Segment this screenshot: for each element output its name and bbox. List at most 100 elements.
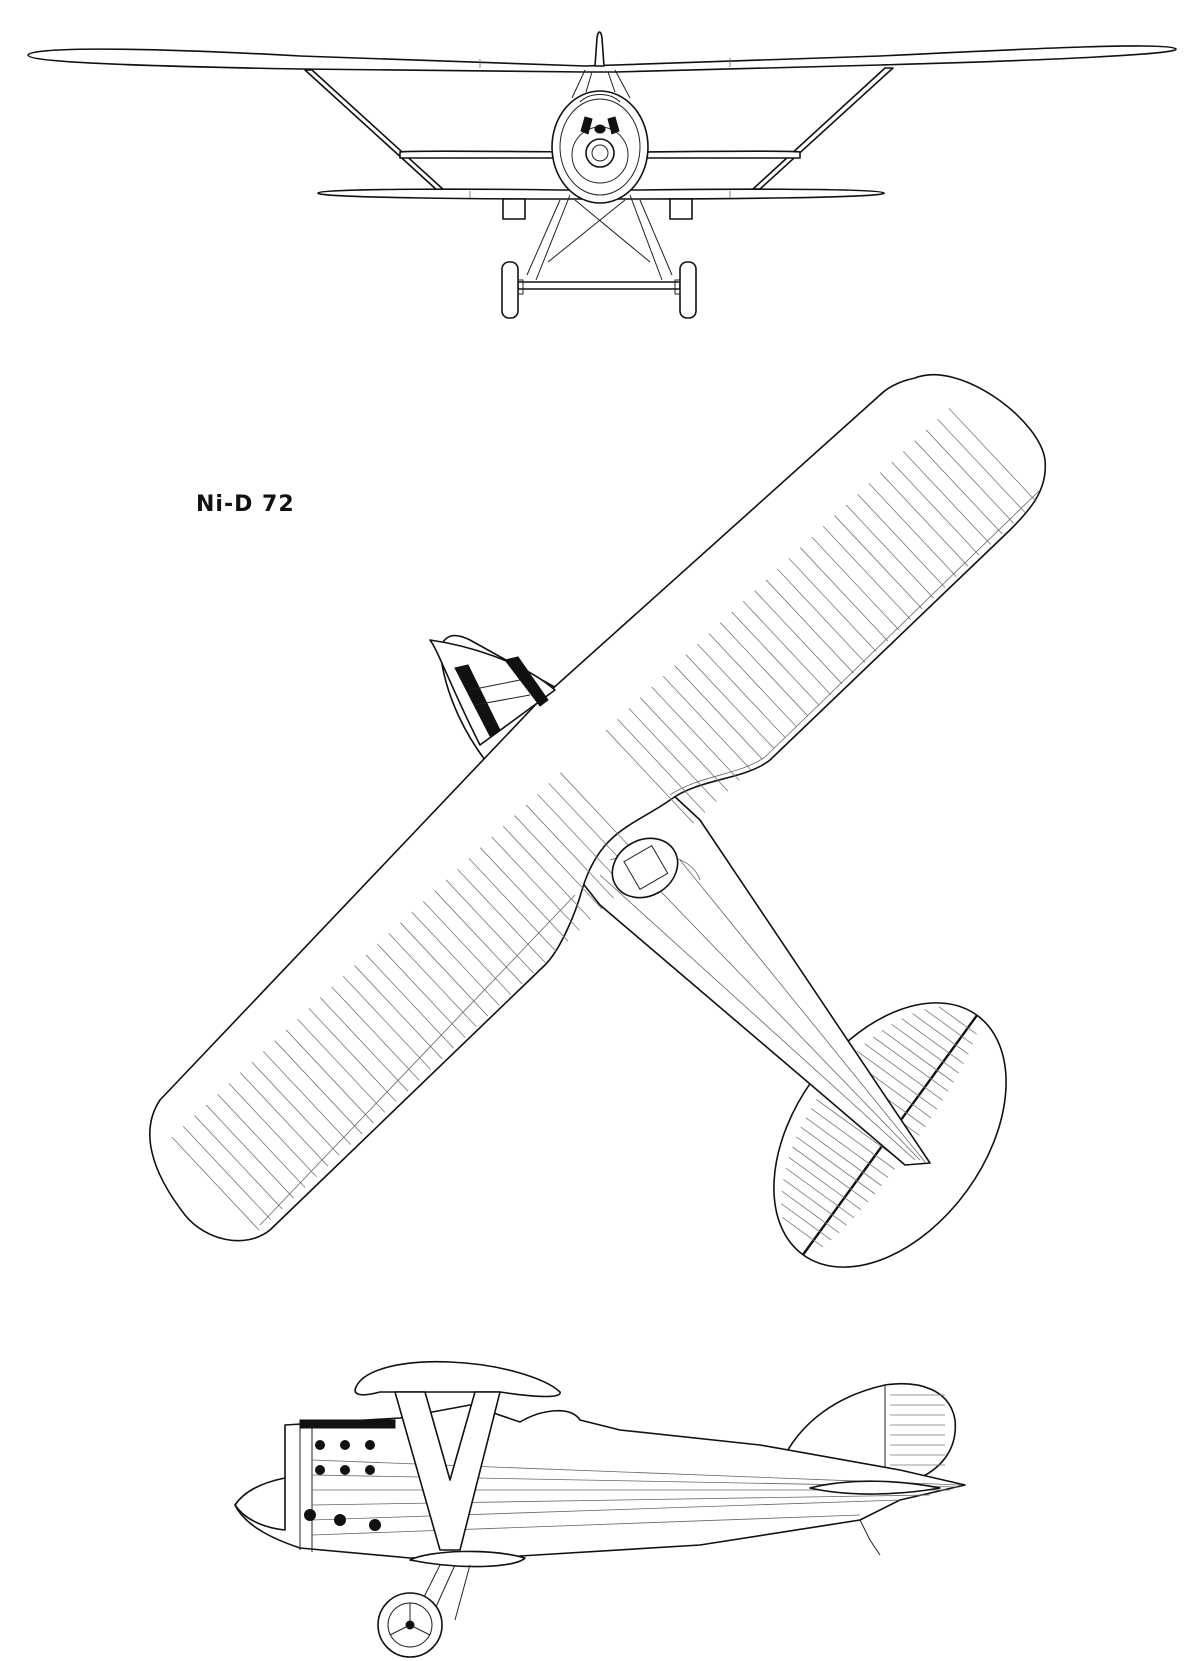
wing-rib-line <box>731 611 820 706</box>
wing-rib-line <box>274 1040 363 1135</box>
wing-rib-line <box>880 472 969 567</box>
tail-rib-line <box>782 1217 824 1248</box>
wing-rib-line <box>800 547 889 642</box>
wing-rib-line <box>868 483 957 578</box>
tail-rib-line <box>864 1043 943 1101</box>
tail-rib-line <box>938 1006 977 1035</box>
wing-rib-line <box>777 568 866 663</box>
wing-rib-line <box>937 418 1026 513</box>
wing-rib-line <box>514 815 603 910</box>
wing-rib-line <box>228 1083 317 1178</box>
front-spinner <box>585 138 615 168</box>
wing-rib-line <box>822 525 912 620</box>
wing-rib-line <box>422 900 512 995</box>
wing-rib-line <box>468 858 557 953</box>
wing-rib-line <box>902 450 992 545</box>
wing-rib-line <box>628 708 717 803</box>
wing-rib-line <box>400 922 489 1017</box>
tail-rib-line <box>872 1036 949 1092</box>
wing-rib-line <box>502 825 592 920</box>
wing-rib-line <box>377 943 466 1038</box>
wing-rib-line <box>754 590 843 685</box>
front-view <box>27 31 1177 319</box>
front-right-strut <box>752 67 894 190</box>
tail-rib-line <box>816 1099 902 1162</box>
tail-rib-line <box>881 1030 954 1083</box>
louvre-hole <box>340 1465 350 1475</box>
wing-rib-line <box>948 408 1037 503</box>
front-left-strut <box>304 69 446 192</box>
wing-rib-line <box>171 1136 260 1231</box>
wing-rib-line <box>285 1029 374 1124</box>
side-upper-wing <box>354 1360 561 1398</box>
exhaust-port <box>304 1509 316 1521</box>
wing-rib-line <box>857 493 946 588</box>
wing-rib-line <box>640 697 729 792</box>
side-view <box>234 1360 966 1658</box>
tail-rib-line <box>901 1018 964 1065</box>
wing-rib-line <box>742 600 832 695</box>
louvre-hole <box>365 1440 375 1450</box>
front-axle <box>517 281 681 290</box>
louvre-hole <box>365 1465 375 1475</box>
tail-rib-line <box>810 1108 895 1170</box>
wing-rib-line <box>788 558 877 653</box>
wing-rib-line <box>925 429 1014 524</box>
exhaust-port <box>334 1514 346 1526</box>
wing-rib-line <box>674 665 763 760</box>
louvre-hole <box>340 1440 350 1450</box>
tail-rib-line <box>800 1126 882 1187</box>
front-upper-wing <box>27 45 1177 73</box>
front-radiator-left <box>502 198 526 220</box>
wing-rib-line <box>331 986 420 1081</box>
side-spinner <box>234 1477 286 1531</box>
wing-rib-line <box>491 836 580 931</box>
wing-rib-line <box>342 975 432 1070</box>
front-wheel-right <box>679 261 697 319</box>
wing-rib-line <box>251 1061 340 1156</box>
tail-rib-line <box>781 1190 840 1234</box>
wing-rib-line <box>217 1093 306 1188</box>
wing-rib-line <box>434 890 523 985</box>
exhaust-port <box>369 1519 381 1531</box>
tail-rib-line <box>805 1117 889 1178</box>
wing-rib-line <box>240 1072 329 1167</box>
wing-rib-line <box>262 1050 352 1145</box>
wing-rib-line <box>365 954 454 1049</box>
louvre-hole <box>315 1440 325 1450</box>
side-lower-wing <box>409 1550 526 1568</box>
wing-rib-line <box>445 879 534 974</box>
front-radiator-right <box>669 198 693 220</box>
louvre-hole <box>315 1465 325 1475</box>
wing-rib-line <box>697 643 786 738</box>
side-exhaust-bar <box>299 1419 396 1429</box>
wing-rib-line <box>765 579 854 674</box>
top-cockpit <box>611 837 679 899</box>
wing-rib-line <box>605 729 694 824</box>
wing-rib-line <box>537 793 626 888</box>
tail-rib-line <box>792 1146 869 1203</box>
wing-rib-line <box>457 868 546 963</box>
tail-rib-line <box>796 1136 876 1195</box>
wing-rib-line <box>388 933 477 1028</box>
wing-rib-line <box>194 1115 283 1210</box>
tail-rib-line <box>780 1203 832 1241</box>
side-wing-strut <box>394 1391 501 1551</box>
wing-rib-line <box>914 440 1003 535</box>
tail-rib-line <box>891 1023 959 1074</box>
wing-rib-line <box>354 965 443 1060</box>
tail-rib-line <box>912 1013 969 1055</box>
front-wheel-left <box>501 261 519 319</box>
wing-rib-line <box>720 622 809 717</box>
wing-rib-line <box>480 847 569 942</box>
top-upper-wing <box>149 373 1047 1242</box>
tail-rib-line <box>783 1178 847 1226</box>
wing-rib-line <box>205 1104 294 1199</box>
wing-rib-line <box>320 997 409 1092</box>
wing-rib-line <box>811 536 900 631</box>
wing-rib-line <box>651 686 740 781</box>
wing-rib-line <box>708 633 797 728</box>
wing-rib-line <box>617 718 706 813</box>
wing-rib-line <box>685 654 774 749</box>
